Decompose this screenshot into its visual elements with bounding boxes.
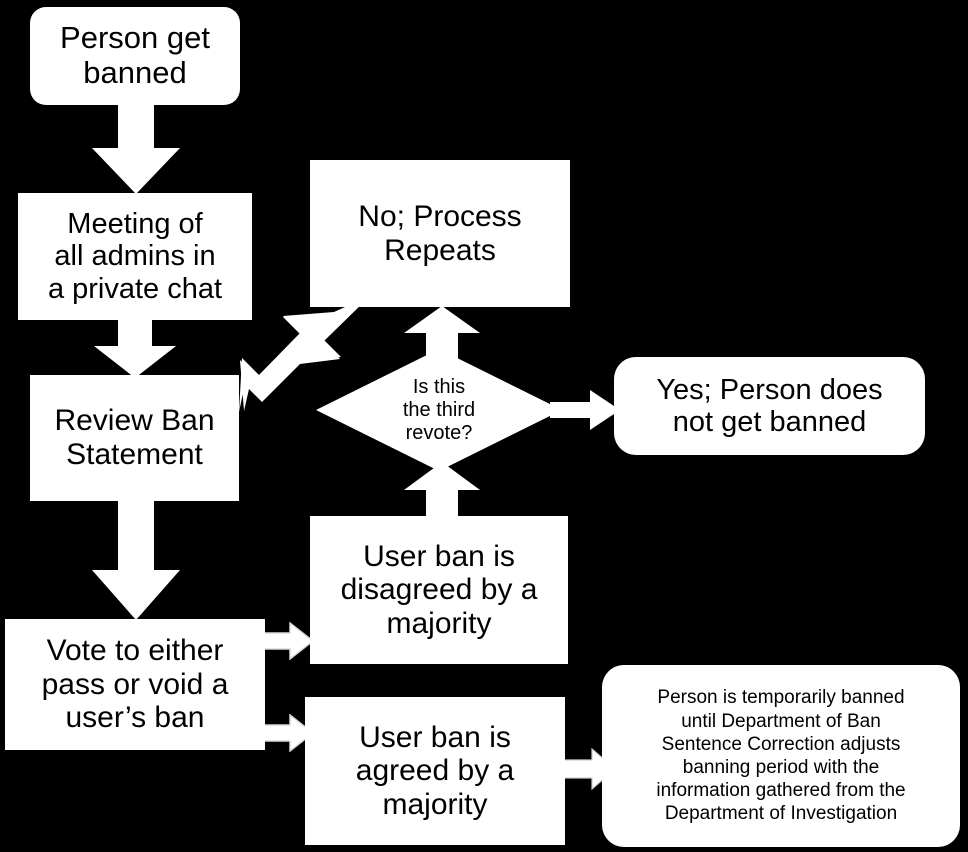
arrow-vote-to-agreed [264, 714, 314, 752]
node-review-ban-statement[interactable]: Review Ban Statement [30, 375, 239, 501]
arrow-process-repeats-to-review [228, 292, 368, 417]
node-meeting-of-admins[interactable]: Meeting of all admins in a private chat [18, 193, 252, 320]
node-ban-disagreed[interactable]: User ban is disagreed by a majority [310, 516, 568, 664]
arrow-meeting-to-review [92, 318, 180, 380]
node-ban-agreed[interactable]: User ban is agreed by a majority [305, 697, 565, 845]
node-person-get-banned[interactable]: Person get banned [30, 7, 240, 105]
node-is-third-revote[interactable]: Is this the third revote? [316, 349, 562, 471]
arrow-review-to-vote [88, 498, 184, 622]
node-vote-pass-or-void[interactable]: Vote to either pass or void a user’s ban [5, 619, 265, 750]
node-temporary-ban-detail[interactable]: Person is temporarily banned until Depar… [602, 665, 960, 847]
node-no-process-repeats[interactable]: No; Process Repeats [310, 160, 570, 307]
arrow-person-banned-to-meeting [88, 104, 184, 196]
node-yes-not-banned[interactable]: Yes; Person does not get banned [614, 357, 925, 455]
arrow-vote-to-disagreed [264, 622, 314, 660]
arrow-decision-to-process-repeats [402, 306, 482, 364]
arrow-disagreed-to-decision [402, 462, 482, 524]
arrow-decision-to-yes-not-banned [550, 388, 622, 432]
